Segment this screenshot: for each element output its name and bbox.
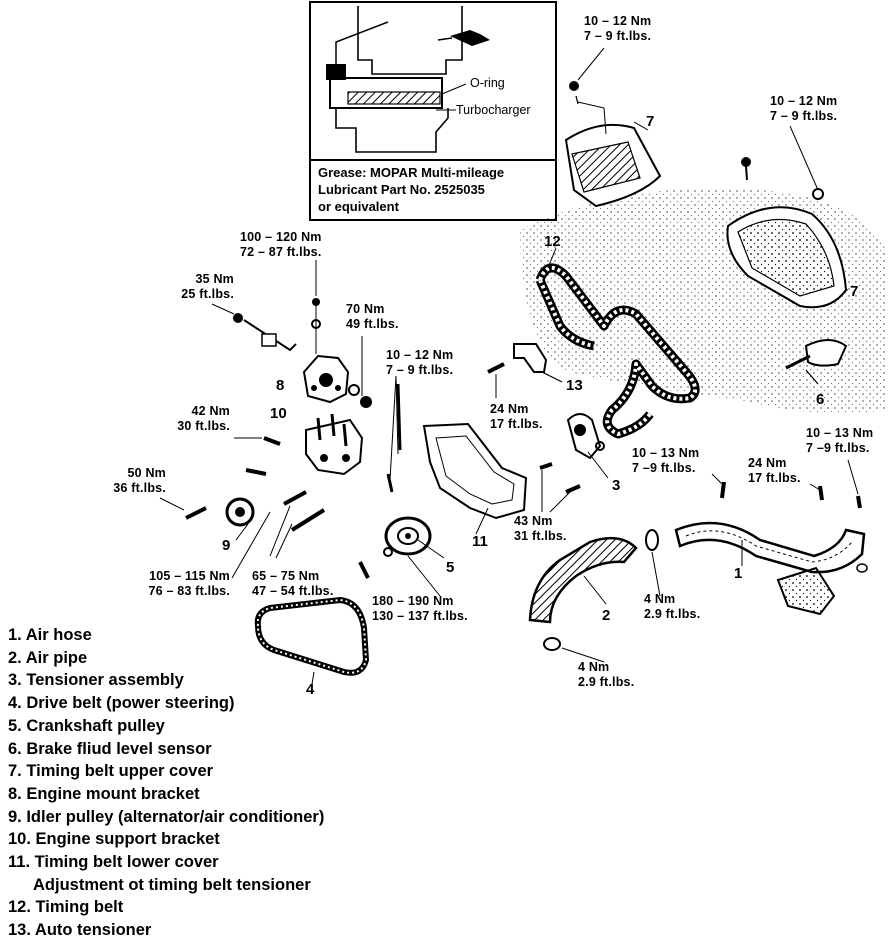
legend-item: Adjustment ot timing belt tensioner	[33, 875, 311, 894]
engine-mount-bracket	[233, 298, 372, 408]
callout-13: 13	[566, 377, 583, 394]
inset-caption-line-1: Grease: MOPAR Multi-mileage	[318, 165, 505, 180]
callout-6: 6	[816, 391, 825, 408]
inset-label-oring: O-ring	[470, 76, 505, 90]
brake-fluid-level-sensor	[785, 339, 848, 385]
legend-item: 4. Drive belt (power steering)	[8, 694, 235, 713]
callout-12: 12	[544, 233, 561, 250]
callout-3: 3	[612, 477, 621, 494]
legend-item: 13. Auto tensioner	[8, 921, 152, 940]
legend-item: 11. Timing belt lower cover	[8, 853, 219, 872]
legend-item: 2. Air pipe	[8, 648, 88, 667]
legend-item: 9. Idler pulley (alternator/air conditio…	[8, 807, 325, 826]
callout-10: 10	[270, 405, 287, 422]
auto-tensioner	[487, 343, 563, 383]
air-pipe	[528, 529, 659, 651]
engine-support-bracket	[263, 383, 402, 493]
inset-turbo-detail	[309, 1, 557, 221]
timing-belt-upper-cover-left	[564, 81, 662, 208]
leader-lines	[159, 47, 859, 663]
callout-7: 7	[850, 283, 859, 300]
callout-5: 5	[446, 559, 455, 576]
legend-item: 7. Timing belt upper cover	[8, 762, 214, 781]
idler-pulley	[185, 468, 326, 579]
crankshaft-pulley	[358, 516, 445, 579]
air-hose	[674, 481, 868, 616]
callout-2: 2	[602, 607, 611, 624]
legend-item: 6. Brake fliud level sensor	[8, 739, 212, 758]
legend-item: 10. Engine support bracket	[8, 830, 220, 849]
tensioner-assembly	[566, 413, 609, 479]
callout-1: 1	[734, 565, 743, 582]
legend-item: 1. Air hose	[8, 626, 92, 644]
inset-caption-line-2: Lubricant Part No. 2525035	[318, 182, 485, 197]
legend-item: 8. Engine mount bracket	[8, 784, 200, 803]
parts-legend: 1. Air hose 2. Air pipe 3. Tensioner ass…	[8, 624, 324, 942]
timing-belt-upper-cover-right	[726, 157, 848, 309]
callout-4: 4	[306, 681, 315, 698]
legend-item: 12. Timing belt	[8, 898, 124, 917]
callout-11: 11	[472, 533, 488, 550]
callout-7: 7	[646, 113, 655, 130]
legend-item: 3. Tensioner assembly	[8, 671, 184, 690]
callout-9: 9	[222, 537, 231, 554]
callout-8: 8	[276, 377, 285, 394]
timing-belt-lower-cover	[422, 422, 581, 535]
inset-caption-line-3: or equivalent	[318, 199, 399, 214]
inset-label-turbocharger: Turbocharger	[456, 103, 531, 117]
legend-item: 5. Crankshaft pulley	[8, 716, 165, 735]
inset-caption: Grease: MOPAR Multi-mileage Lubricant Pa…	[318, 164, 556, 215]
